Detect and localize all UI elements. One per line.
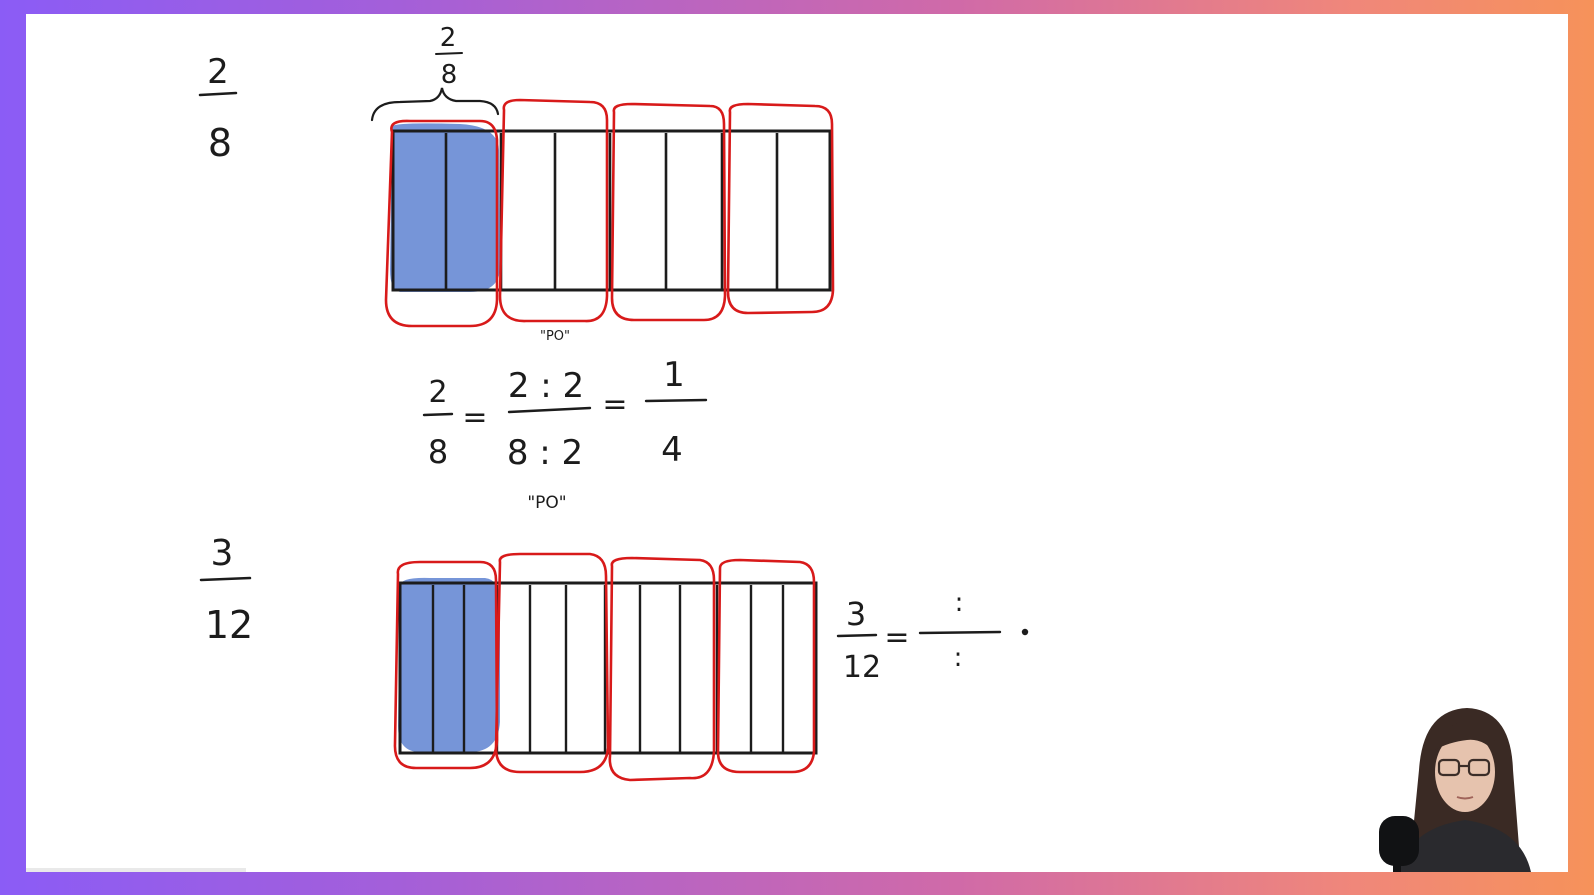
top-equation: 2 8 = 2 : 2 8 : 2 = 1 4	[422, 355, 708, 473]
brace-numerator: 2	[440, 23, 457, 53]
eq-middle-denominator: 8 : 2	[507, 433, 583, 473]
eq-right-numerator: 1	[663, 355, 685, 395]
bottom-group-4	[716, 558, 816, 774]
top-red-groupings	[384, 98, 835, 328]
canvas-scroll-indicator[interactable]	[26, 868, 246, 872]
brace-fraction-bar	[435, 52, 463, 55]
bottom-red-groupings	[393, 552, 816, 782]
whiteboard-canvas	[26, 14, 1568, 872]
bottom-eq-left-numerator: 3	[846, 595, 866, 633]
pen-cursor-dot	[1021, 628, 1029, 636]
eq-middle-bar	[507, 406, 592, 414]
bottom-eq-left-bar	[836, 633, 878, 638]
bottom-side-denominator: 12	[205, 603, 253, 647]
brace-denominator: 8	[441, 60, 458, 90]
presenter-webcam	[1379, 700, 1544, 872]
eq-equals-1: =	[462, 400, 487, 435]
eq-right-bar	[644, 398, 708, 403]
bottom-division-lines	[431, 585, 785, 752]
bottom-eq-left-denominator: 12	[843, 650, 881, 685]
bottom-eq-right-denominator: :	[954, 643, 963, 673]
top-group-1	[384, 119, 499, 328]
top-side-denominator: 8	[208, 121, 232, 165]
eq-right-denominator: 4	[661, 430, 683, 470]
presenter-picture	[1379, 700, 1544, 872]
top-group-2	[498, 98, 609, 323]
bottom-side-numerator: 3	[211, 533, 234, 574]
top-side-fraction: 2 8	[198, 52, 238, 165]
bottom-group-2	[494, 552, 610, 774]
top-group-3	[610, 102, 727, 322]
bottom-side-fraction: 3 12	[199, 533, 253, 647]
bottom-eq-right-bar	[918, 630, 1002, 635]
eq-left-bar	[422, 412, 454, 417]
bottom-eq-equals: =	[884, 620, 909, 655]
top-division-lines	[444, 133, 779, 289]
eq-middle-numerator: 2 : 2	[508, 366, 584, 406]
eq-equals-2: =	[602, 387, 627, 422]
quote-bottom: "PO"	[527, 493, 566, 513]
top-side-numerator: 2	[207, 52, 229, 92]
eq-left-numerator: 2	[428, 375, 447, 410]
bottom-shaded-region	[398, 577, 500, 752]
bottom-group-3	[608, 556, 716, 782]
brace-fraction: 2 8	[435, 23, 463, 90]
bottom-eq-right-numerator: :	[955, 588, 964, 618]
top-side-fraction-bar	[198, 91, 238, 97]
top-group-4	[726, 102, 835, 315]
bottom-side-fraction-bar	[199, 576, 252, 582]
quote-top: "PO"	[540, 329, 570, 344]
bottom-equation: 3 12 = : :	[836, 588, 1029, 685]
eq-left-denominator: 8	[428, 433, 448, 471]
curly-brace	[370, 87, 500, 122]
